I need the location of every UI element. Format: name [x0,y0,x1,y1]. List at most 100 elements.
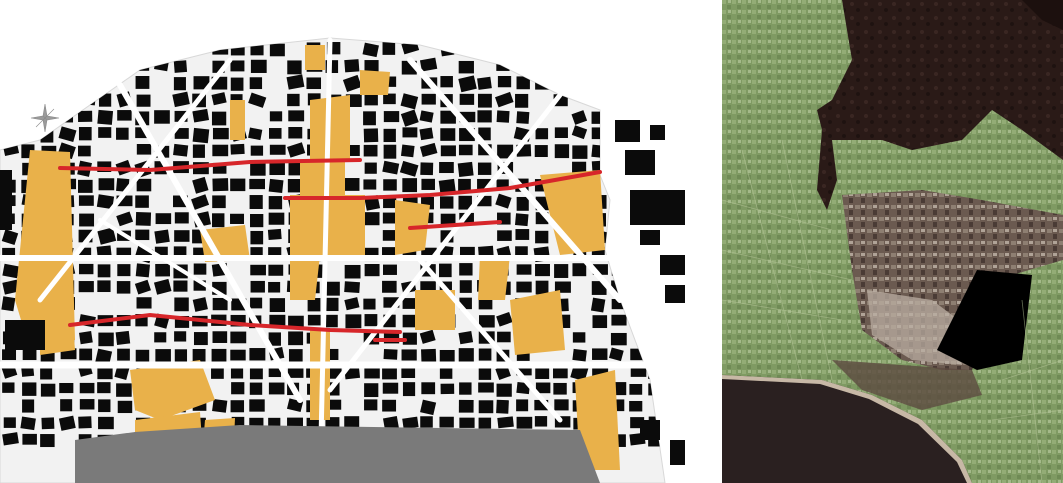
building-block [20,416,36,431]
building-block [249,399,265,412]
building-block [192,297,208,312]
building-block [134,279,151,295]
building-block [420,399,437,416]
building-block [211,348,227,362]
building-block [438,178,456,194]
building-block [78,263,94,275]
building-block [95,348,113,366]
building-block [345,145,360,156]
building-block [269,111,283,122]
building-block [344,59,360,73]
building-block [382,42,396,55]
building-block [440,128,456,141]
building-block [344,416,360,428]
building-block [458,144,473,156]
building-block [98,93,112,107]
building-block [174,110,188,122]
building-block [400,93,419,110]
building-block [269,314,286,327]
building-block [477,76,492,90]
building-block [439,365,453,379]
building-block [326,366,342,379]
building-block [154,145,170,158]
building-block [230,349,246,361]
building-block [421,93,436,105]
outer-buildings [0,120,685,465]
building-block [477,162,492,175]
building-block [1,229,19,245]
building-block [402,178,418,193]
building-block [268,128,282,139]
main-streets [0,37,669,483]
building-block [267,228,282,240]
public-space [360,70,390,95]
building-block [174,349,188,363]
building-block [96,245,112,258]
building-block [230,43,245,56]
building-block [515,229,530,240]
building-block [440,76,453,88]
building-block [515,93,529,108]
building-block [516,399,529,412]
building-block [2,432,19,446]
building-block [307,314,321,326]
building-block [174,297,189,312]
building-block [135,349,150,363]
building-block [117,110,132,121]
building-block [193,263,207,275]
building-block [439,196,454,209]
public-space [478,255,510,300]
building-block [307,298,321,312]
building-block [250,280,265,293]
building-block [477,93,492,108]
building-block [439,349,455,363]
building-block [193,280,206,291]
building-block [230,60,245,72]
plan-map [0,37,685,483]
building-block [135,76,150,89]
building-block [554,144,570,159]
building-block [535,382,551,394]
building-block [344,264,361,279]
building-block [248,127,263,141]
building-block [1,296,16,312]
building-block [172,91,190,108]
building-block [458,75,477,93]
building-block [364,399,378,411]
building-block [364,162,377,174]
building-block [554,399,569,411]
building-block [516,281,532,293]
building-block [592,315,608,329]
building-block [592,348,608,360]
building-block [363,179,377,190]
building-block [535,280,549,295]
building-block [96,194,115,210]
building-block [115,330,131,345]
building-block [154,332,167,343]
building-block [98,416,114,430]
building-block [154,110,170,124]
building-block [135,127,148,139]
building-block [497,144,514,159]
building-block [440,110,456,124]
building-block [116,211,134,227]
building-block [421,348,437,363]
building-block [572,263,587,277]
building-block [230,143,245,155]
building-block [572,145,588,159]
public-space [130,360,215,420]
building-block [459,280,472,293]
building-block [496,399,509,414]
building-block [288,349,303,363]
building-block [611,399,625,412]
building-block [382,230,399,241]
building-block [249,77,263,90]
building-block [419,110,434,123]
building-block [135,195,149,208]
building-block [268,247,282,258]
building-block [400,109,419,127]
building-block [174,128,189,139]
building-block [230,314,246,327]
aerial-street-grid [722,139,1063,483]
building-block [382,160,400,175]
